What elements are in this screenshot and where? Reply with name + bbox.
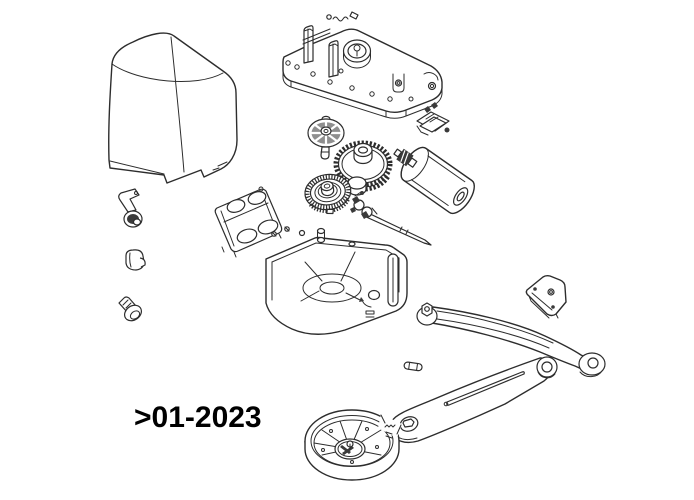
straight-arm-part	[389, 356, 558, 444]
gate-bracket-part	[525, 274, 567, 319]
limit-clip-part	[416, 102, 450, 136]
spoked-wheel-part	[307, 115, 345, 160]
worm-shaft-part	[350, 191, 432, 246]
reduction-gear-part	[304, 173, 352, 215]
release-cap-part	[125, 249, 146, 271]
drum-wheel-part	[304, 409, 402, 481]
crown-gear-part	[333, 140, 393, 196]
screw-part	[118, 296, 142, 322]
release-lever-part	[118, 188, 143, 228]
pin-part	[403, 361, 423, 372]
curved-arm-part	[416, 302, 606, 378]
cover-housing-part	[108, 32, 238, 184]
mounting-bracket-part	[214, 186, 283, 258]
motor-part	[393, 146, 475, 215]
revision-label: >01-2023	[134, 401, 262, 434]
lower-housing-part	[265, 226, 408, 335]
upper-chassis-part	[282, 11, 443, 119]
